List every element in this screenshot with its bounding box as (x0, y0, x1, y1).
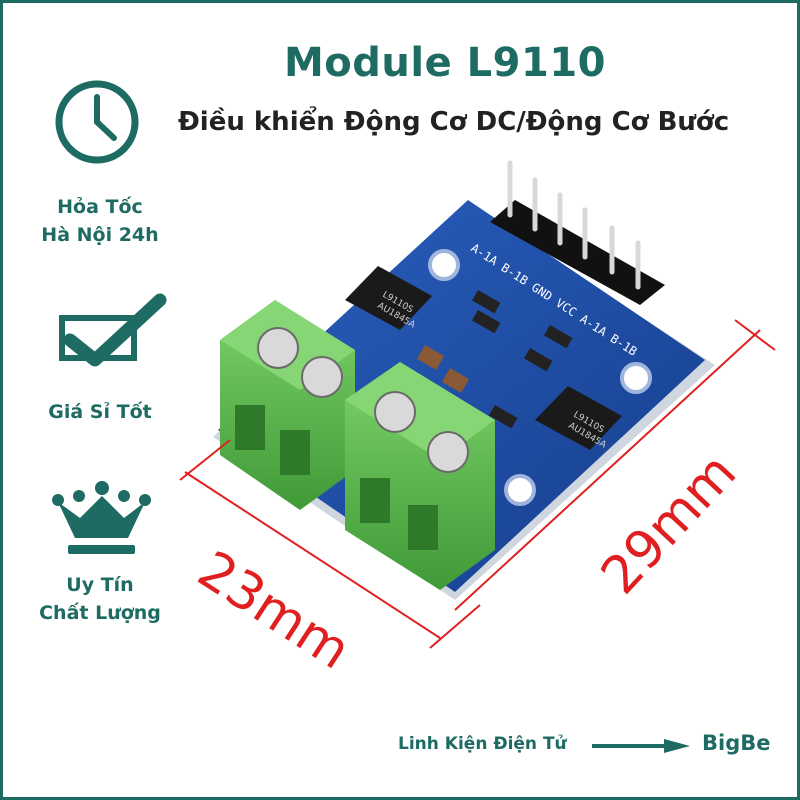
smd-resistor (544, 325, 573, 349)
terminal-block-1 (220, 300, 355, 510)
smd-resistor (524, 347, 553, 372)
feature-fast-delivery: Hỏa Tốc Hà Nội 24h (0, 193, 200, 249)
feature-quality: Uy Tín Chất Lượng (0, 571, 200, 627)
feature-label: Uy Tín (66, 574, 134, 596)
page-title: Module L9110 (284, 40, 606, 86)
feature-price: Giá Sỉ Tốt (0, 398, 200, 426)
mount-hole (620, 362, 652, 394)
mount-hole (428, 249, 460, 281)
page-subtitle: Điều khiển Động Cơ DC/Động Cơ Bước (178, 107, 730, 137)
smd-capacitor (442, 368, 470, 393)
smd-capacitor (417, 345, 445, 370)
smd-resistor (472, 310, 501, 334)
pcb-board (218, 200, 705, 592)
mount-hole (504, 474, 536, 506)
footer-text: Linh Kiện Điện Tử (398, 734, 567, 754)
terminal-block-2 (345, 362, 495, 590)
crown-icon (52, 481, 151, 554)
feature-label: Giá Sỉ Tốt (48, 401, 152, 423)
smd-resistor (472, 290, 501, 314)
feature-label: Chất Lượng (39, 602, 161, 624)
smd-resistor (489, 405, 518, 429)
dimension-lines (179, 319, 776, 649)
clock-icon (55, 80, 139, 164)
brand-name: BigBe (702, 731, 771, 755)
feature-label: Hỏa Tốc (57, 196, 143, 218)
feature-label: Hà Nội 24h (41, 224, 159, 246)
checkbox-check-icon (59, 293, 167, 367)
pin-header (490, 160, 665, 305)
